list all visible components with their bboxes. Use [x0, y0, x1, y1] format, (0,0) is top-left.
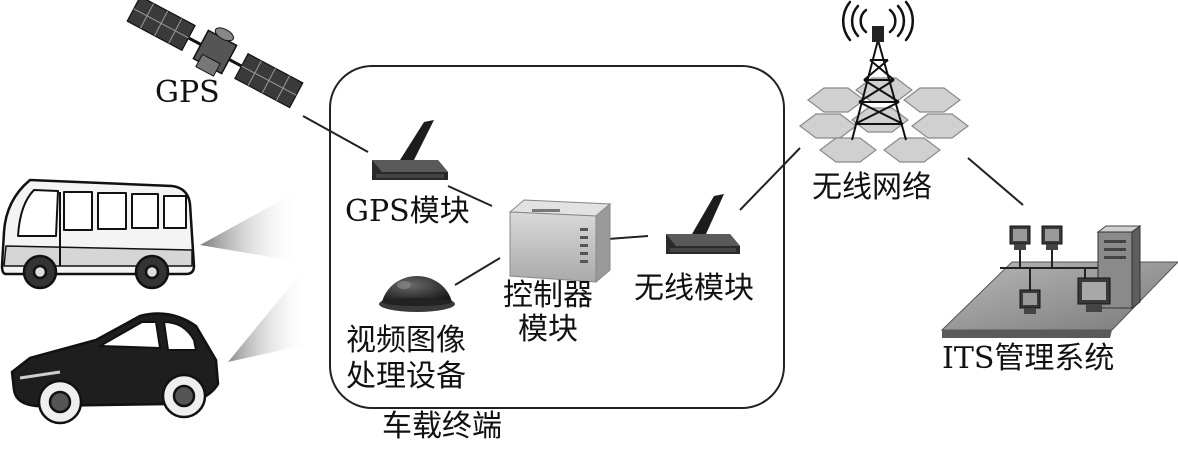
gps-module-icon — [372, 120, 448, 180]
link-gps-to-module — [302, 115, 369, 153]
link-network-to-its — [967, 157, 1024, 206]
wireless-network-label: 无线网络 — [812, 170, 932, 205]
pc-1 — [1009, 225, 1031, 250]
link-camera-to-controller — [454, 257, 501, 286]
wireless-module-label: 无线模块 — [634, 271, 754, 306]
car-icon — [10, 312, 220, 425]
connector-lines — [302, 115, 1024, 286]
workstation — [1077, 277, 1111, 312]
bus-signal-beam — [200, 190, 300, 262]
gps-module-label: GPS模块 — [345, 194, 470, 229]
link-wireless-to-network — [739, 147, 801, 211]
video-device-label-line1: 视频图像 — [346, 323, 466, 358]
car-signal-beam — [228, 262, 310, 362]
pc-3 — [1019, 289, 1041, 314]
controller-box-icon — [508, 199, 612, 284]
wireless-module-icon — [666, 194, 740, 254]
terminal-label: 车载终端 — [382, 409, 502, 444]
its-network-icon — [940, 225, 1178, 338]
camera-icon — [379, 275, 455, 312]
terminal-boundary — [329, 65, 785, 409]
satellite-icon — [126, 0, 304, 109]
link-module-to-controller — [447, 185, 493, 207]
controller-label-line2: 模块 — [518, 312, 578, 347]
link-controller-to-wireless — [607, 235, 649, 240]
pc-2 — [1041, 225, 1063, 250]
gps-label: GPS — [155, 75, 220, 110]
bus-icon — [0, 178, 196, 290]
its-system-label: ITS管理系统 — [942, 341, 1115, 376]
controller-label-line1: 控制器 — [503, 278, 593, 313]
tower-icon — [799, 0, 969, 163]
video-device-label-line2: 处理设备 — [346, 359, 466, 394]
